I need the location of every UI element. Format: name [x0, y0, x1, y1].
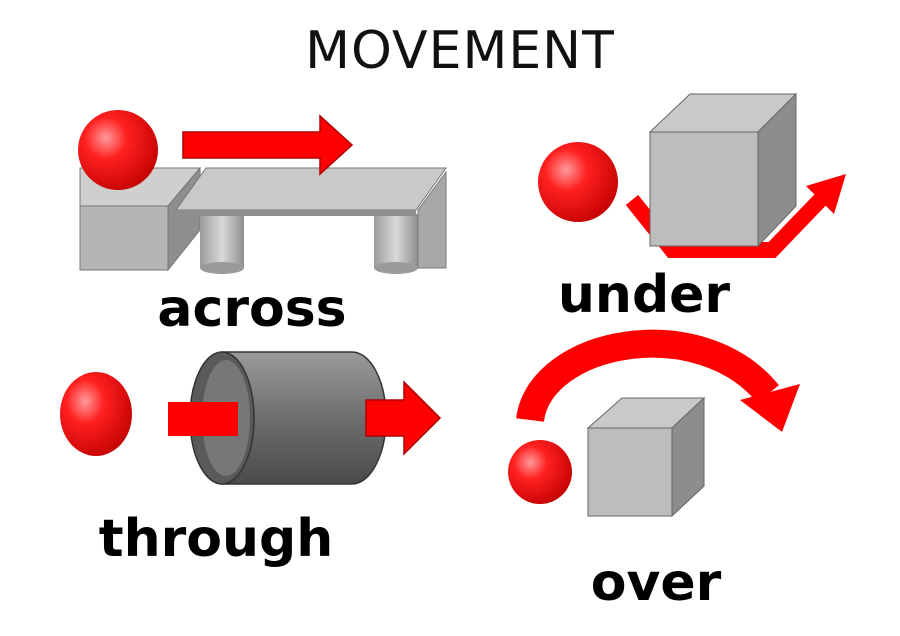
over-cube-front — [587, 427, 673, 517]
label-through: through — [99, 509, 334, 569]
across-illustration — [78, 110, 447, 274]
across-ball — [78, 110, 158, 190]
under-illustration — [538, 92, 846, 258]
label-under: under — [558, 265, 731, 325]
label-across: across — [157, 279, 346, 339]
page-title: MOVEMENT — [305, 21, 615, 81]
across-pillar-right — [374, 214, 418, 268]
under-cube-side — [757, 92, 797, 248]
over-arrow — [516, 329, 779, 423]
across-pillar-left — [200, 214, 244, 268]
under-cube-front — [649, 131, 759, 247]
over-illustration — [508, 329, 800, 518]
through-ball — [60, 372, 132, 456]
through-illustration — [60, 351, 442, 485]
over-ball — [508, 440, 572, 504]
through-arrow-in — [168, 402, 238, 436]
across-bridge-plank — [175, 167, 447, 211]
across-right-block — [417, 170, 447, 269]
over-cube-side — [671, 396, 705, 518]
through-arrow-out — [365, 380, 442, 456]
label-over: over — [591, 553, 722, 613]
across-left-block-front — [79, 205, 169, 271]
under-ball — [538, 142, 618, 222]
across-arrow — [182, 114, 354, 176]
